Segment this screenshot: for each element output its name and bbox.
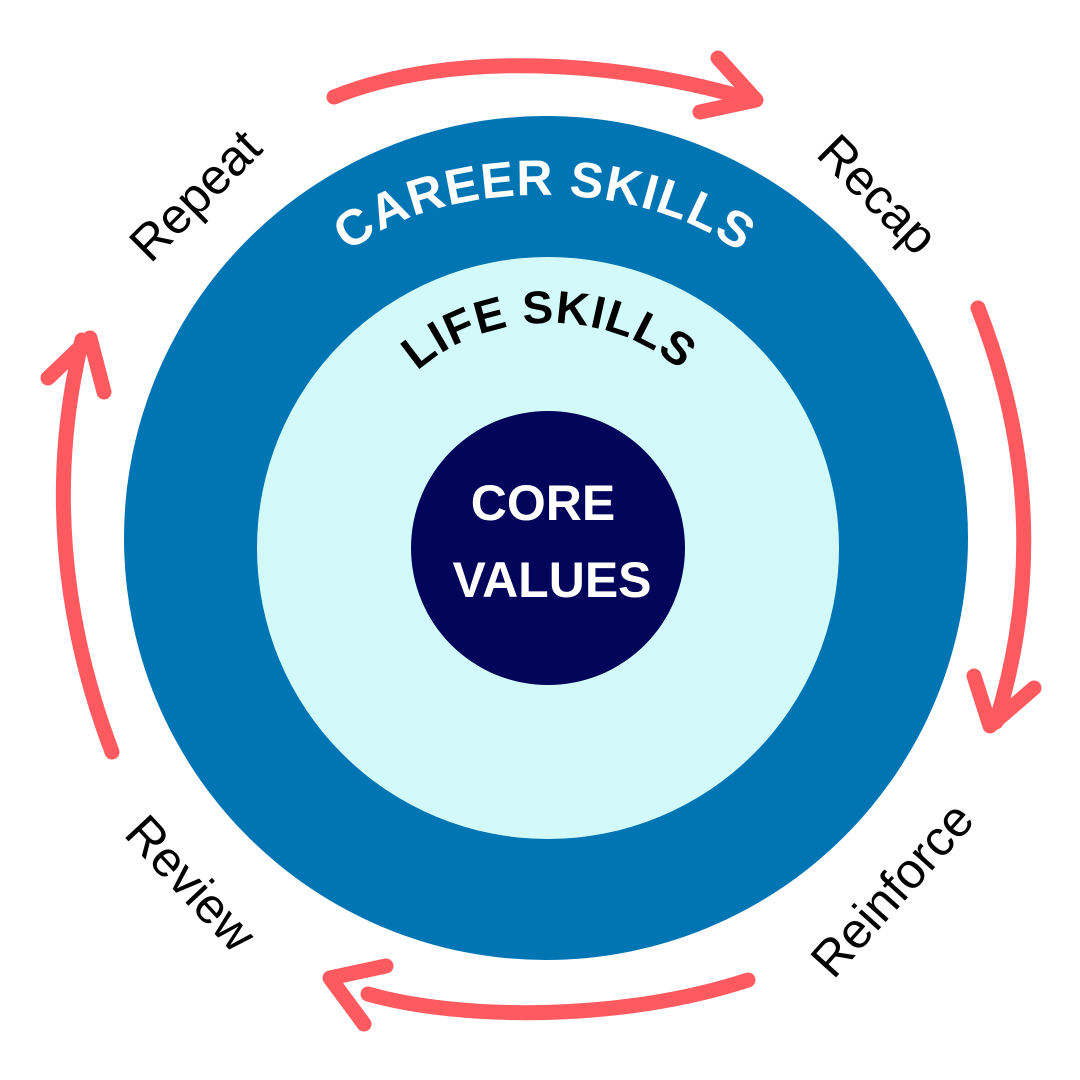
arrow-left xyxy=(55,332,120,760)
arrow-bottom-head xyxy=(322,958,394,1032)
arrow-left-head xyxy=(40,330,112,400)
cycle-arrows xyxy=(40,50,1042,1032)
arrow-right xyxy=(970,300,1032,730)
arrow-bottom xyxy=(360,972,756,1021)
arrow-top xyxy=(326,58,760,108)
core-values-circle xyxy=(411,411,685,685)
arrow-top-head xyxy=(692,50,764,120)
core-label-line2: VALUES xyxy=(452,552,651,608)
arrow-right-head xyxy=(966,668,1042,734)
core-label-line1: CORE xyxy=(471,475,615,531)
